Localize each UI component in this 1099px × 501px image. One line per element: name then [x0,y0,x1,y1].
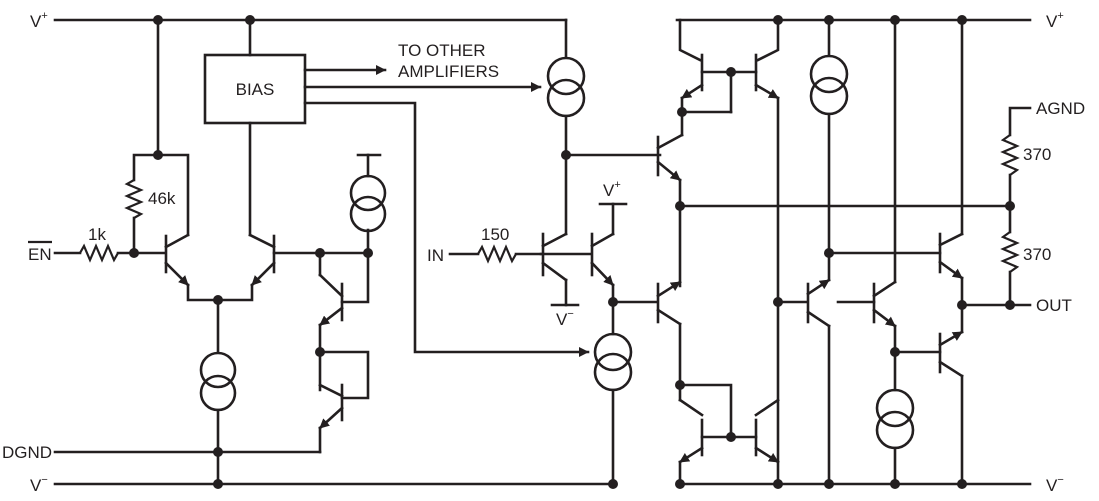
junction-dots [129,15,1015,489]
to-other-label-2: AMPLIFIERS [398,62,499,81]
dgnd-label: DGND [2,443,52,462]
enable-section [53,18,387,486]
bias-label: BIAS [236,80,275,99]
vplus-mid-label: V+ [603,179,621,200]
vminus-right-label: V− [1046,474,1064,495]
output-stage [776,18,1032,486]
vminus-left-label: V− [30,474,48,495]
input-section [448,18,662,486]
resistor-150 [477,244,517,264]
resistor-370-bottom [1000,231,1020,273]
vminus-mid-label: V− [556,308,574,329]
r1k-label: 1k [88,225,106,244]
in-label: IN [427,246,444,265]
out-label: OUT [1036,296,1072,315]
agnd-label: AGND [1036,99,1085,118]
r150-label: 150 [481,225,509,244]
r370-bottom-label: 370 [1023,245,1051,264]
r46k-label: 46k [148,189,176,208]
resistor-370-top [1000,134,1020,176]
resistor-1k [79,243,119,263]
vplus-left-label: V+ [30,10,48,31]
gain-stage [656,18,1012,486]
to-other-label-1: TO OTHER [398,41,486,60]
bias-block [203,18,590,357]
vplus-right-label: V+ [1046,10,1064,31]
resistor-46k [124,179,144,219]
labels: V+ V+ V+ V− V− V− BIAS TO OTHER AMPLIFIE… [2,10,1085,495]
en-label: EN [28,245,52,264]
feedback-network [1000,106,1032,307]
r370-top-label: 370 [1023,145,1051,164]
